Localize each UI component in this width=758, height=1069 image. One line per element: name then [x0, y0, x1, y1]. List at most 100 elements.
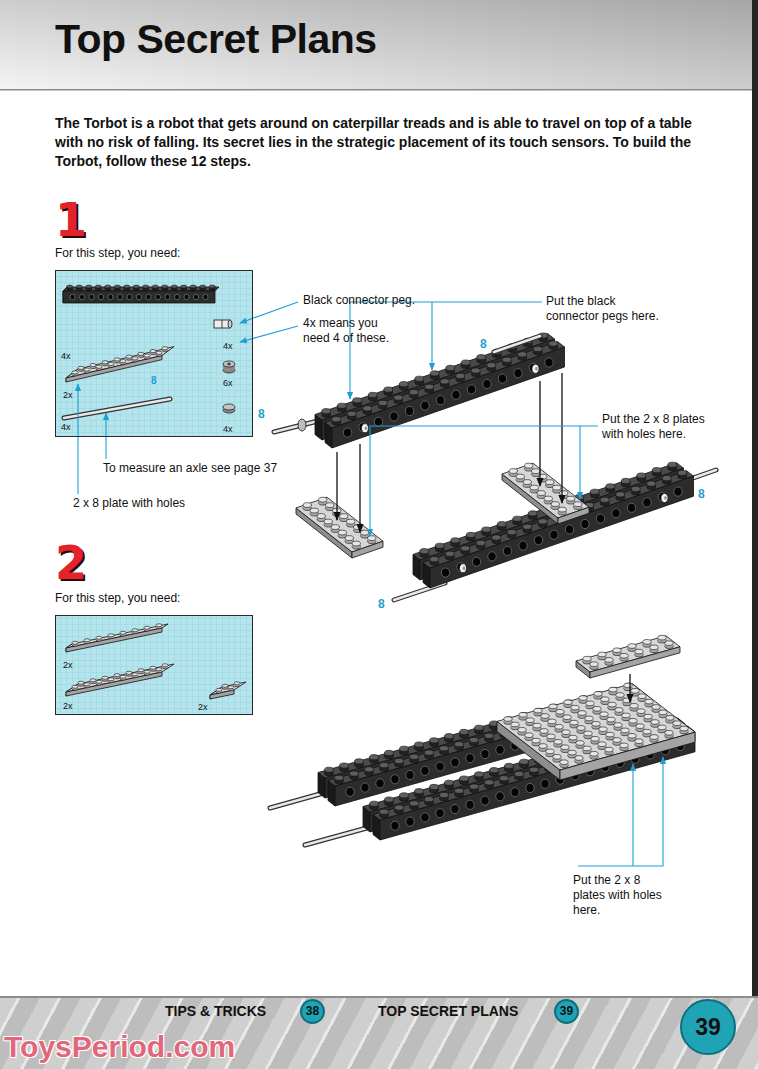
- stud: [590, 752, 598, 757]
- stud: [571, 705, 579, 710]
- stud: [631, 486, 640, 491]
- stud: [643, 729, 651, 734]
- stud: [569, 735, 577, 740]
- beam-hole: [146, 294, 151, 300]
- beam-hole: [98, 294, 103, 300]
- stud: [476, 540, 485, 545]
- stud: [325, 767, 334, 772]
- stud: [592, 722, 600, 727]
- stud: [680, 726, 688, 731]
- leader-line: [578, 757, 663, 866]
- stud: [530, 485, 538, 490]
- placement-arrow: [561, 373, 562, 503]
- beam-hole: [436, 809, 444, 818]
- part-count: 4x: [61, 351, 71, 361]
- placement-arrow: [629, 674, 630, 702]
- stud: [668, 462, 677, 467]
- stud: [84, 683, 90, 686]
- stud: [446, 365, 455, 370]
- title-band-edge: [0, 89, 752, 91]
- stud: [678, 470, 687, 475]
- stud: [516, 474, 524, 479]
- stud: [95, 285, 101, 288]
- stud: [563, 715, 571, 720]
- stud: [171, 285, 177, 288]
- stud: [567, 496, 575, 501]
- parts-grid: [55, 270, 253, 437]
- part-count: 4x: [223, 341, 233, 351]
- stud: [368, 392, 377, 397]
- stud: [547, 734, 555, 739]
- stud: [613, 648, 621, 653]
- stud: [492, 535, 501, 540]
- stud: [620, 743, 628, 748]
- beam-hole: [89, 294, 94, 300]
- stud: [150, 666, 156, 669]
- connector-peg: [361, 424, 368, 433]
- stud: [613, 738, 621, 743]
- beam-hole: [436, 396, 444, 405]
- stud: [638, 694, 646, 699]
- stud: [114, 674, 120, 677]
- beam-hole: [519, 541, 527, 550]
- axle: [64, 399, 170, 418]
- stud: [635, 649, 643, 654]
- stud: [455, 788, 464, 793]
- stud: [614, 723, 622, 728]
- stud: [335, 775, 344, 780]
- beam-hole: [376, 779, 384, 788]
- stud: [537, 491, 545, 496]
- stud: [162, 664, 168, 667]
- stud: [466, 532, 475, 537]
- stud: [228, 686, 234, 689]
- beam-hole: [165, 294, 170, 300]
- callout-text: To measure an axle see page 37: [103, 462, 277, 476]
- stud: [144, 354, 150, 357]
- stud: [662, 476, 671, 481]
- stud: [310, 508, 318, 513]
- stud: [616, 693, 624, 698]
- stud: [365, 767, 374, 772]
- stud: [114, 358, 120, 361]
- stud: [665, 641, 673, 646]
- stud: [577, 726, 585, 731]
- stud: [534, 708, 542, 713]
- stud: [425, 750, 434, 755]
- stud: [138, 669, 144, 672]
- beam-hole: [467, 385, 475, 394]
- axle-length: 8: [698, 488, 705, 502]
- stud: [347, 519, 355, 524]
- plate-front: [560, 732, 695, 780]
- stud: [583, 656, 591, 661]
- stud: [415, 376, 424, 381]
- stud: [108, 634, 114, 637]
- stud: [156, 624, 162, 627]
- beam-hole: [391, 821, 399, 830]
- stud: [332, 417, 341, 422]
- stud: [560, 491, 568, 496]
- stud: [575, 756, 583, 761]
- stud: [579, 696, 587, 701]
- stud: [460, 729, 469, 734]
- page-number: 39: [560, 1005, 573, 1019]
- connector-peg: [222, 320, 223, 328]
- stud: [324, 519, 332, 524]
- stud: [72, 685, 78, 688]
- plate-front: [590, 647, 680, 678]
- beam-hole: [550, 530, 558, 539]
- stud: [564, 700, 572, 705]
- stud: [337, 403, 346, 408]
- beam-hole: [451, 758, 459, 767]
- stud: [540, 729, 548, 734]
- stud: [120, 675, 126, 678]
- beam-hole: [421, 813, 429, 822]
- stud: [504, 717, 512, 722]
- stud: [586, 701, 594, 706]
- stud: [126, 355, 132, 358]
- callout-text: Put the 2 x 8 plates with holes here.: [602, 412, 727, 442]
- stud: [659, 710, 667, 715]
- stud: [630, 704, 638, 709]
- stud: [209, 285, 215, 288]
- plate-front: [66, 356, 162, 382]
- stud: [319, 497, 327, 502]
